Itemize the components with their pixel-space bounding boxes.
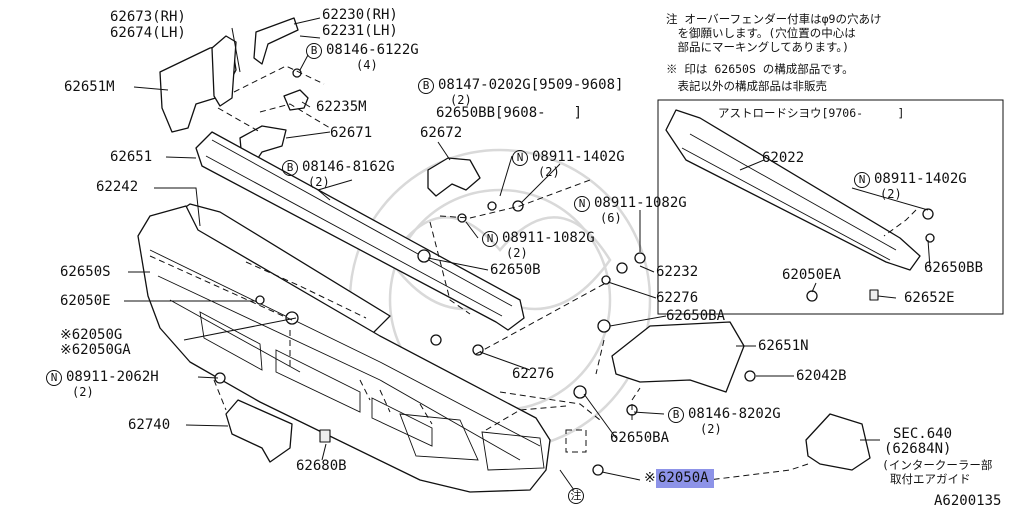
note-mark-icon: 注	[568, 488, 584, 504]
label-62276-lower[interactable]: 62276	[512, 366, 555, 382]
label-62050a-mark: ※	[644, 470, 656, 486]
label-62650ba-lower[interactable]: 62650BA	[610, 430, 670, 446]
part-62672[interactable]	[427, 157, 481, 197]
label-62650bb-lower[interactable]: 62650BB	[924, 260, 984, 276]
part-62230[interactable]	[253, 17, 299, 65]
label-62651n[interactable]: 62651N	[758, 338, 809, 354]
diagram-code: A6200135	[934, 493, 1002, 509]
label-62232[interactable]: 62232	[656, 264, 699, 280]
label-08147-0202g[interactable]: 08147-0202G[9509-9608]	[438, 77, 624, 93]
inset-box	[657, 99, 1004, 315]
part-62651n[interactable]	[611, 321, 745, 393]
fasteners	[214, 68, 935, 476]
bolt-icon: B	[282, 160, 298, 176]
nut-icon: N	[512, 150, 528, 166]
label-08146-8162g[interactable]: 08146-8162G	[302, 159, 395, 175]
label-62650s[interactable]: 62650S	[60, 264, 111, 280]
label-08146-6122g[interactable]: 08146-6122G	[326, 42, 419, 58]
note-line-4: ※ 印は 62650S の構成部品です。	[666, 62, 854, 76]
label-08146-8202g[interactable]: 08146-8202G	[688, 406, 781, 422]
label-62231[interactable]: 62231(LH)	[322, 23, 398, 39]
qty-08911-2062h: (2)	[72, 385, 94, 399]
part-62650s[interactable]	[137, 205, 551, 493]
label-62672[interactable]: 62672	[420, 125, 463, 141]
note-line-3: 部品にマーキングしてあります。)	[666, 40, 849, 54]
label-08911-1402g-b[interactable]: 08911-1402G	[874, 171, 967, 187]
label-62050ea[interactable]: 62050EA	[782, 267, 842, 283]
qty-08911-1082g-left: (2)	[506, 246, 528, 260]
qty-08146-8162g: (2)	[308, 175, 330, 189]
qty-08911-1082g-right: (6)	[600, 211, 622, 225]
qty-08146-6122g: (4)	[356, 58, 378, 72]
label-08911-1082g-right[interactable]: 08911-1082G	[594, 195, 687, 211]
part-62740[interactable]	[225, 399, 293, 463]
qty-08911-1402g-a: (2)	[538, 165, 560, 179]
label-sec-640[interactable]: SEC.640	[893, 426, 953, 442]
label-62650b[interactable]: 62650B	[490, 262, 541, 278]
label-intercooler-guide-2: 取付エアガイド	[890, 472, 971, 486]
nut-icon: N	[46, 370, 62, 386]
part-air-guide[interactable]	[805, 413, 871, 471]
nut-icon: N	[574, 196, 590, 212]
label-62042b[interactable]: 62042B	[796, 368, 847, 384]
label-08911-2062h[interactable]: 08911-2062H	[66, 369, 159, 385]
inset-title: アストロードシヨウ[9706- ]	[718, 106, 905, 120]
label-62652e[interactable]: 62652E	[904, 290, 955, 306]
label-62684n[interactable]: (62684N)	[884, 441, 952, 457]
note-line-5: 表記以外の構成部品は非販売	[666, 79, 827, 93]
label-08911-1402g-a[interactable]: 08911-1402G	[532, 149, 625, 165]
label-62022[interactable]: 62022	[762, 150, 805, 166]
part-62235m[interactable]	[283, 89, 309, 111]
part-62673[interactable]	[211, 35, 237, 107]
label-62673[interactable]: 62673(RH)	[110, 9, 186, 25]
label-62050g[interactable]: ※62050G	[60, 327, 123, 343]
bolt-icon: B	[306, 43, 322, 59]
part-62651[interactable]	[195, 131, 525, 331]
label-62230[interactable]: 62230(RH)	[322, 7, 398, 23]
label-62650ba-upper[interactable]: 62650BA	[666, 308, 726, 324]
qty-08911-1402g-b: (2)	[880, 187, 902, 201]
leader-lines	[124, 17, 931, 491]
qty-08146-8202g: (2)	[700, 422, 722, 436]
label-62674[interactable]: 62674(LH)	[110, 25, 186, 41]
bolt-icon: B	[418, 78, 434, 94]
note-line-2: を御願いします。(穴位置の中心は	[666, 26, 856, 40]
label-intercooler-guide-1: (インタークーラー部	[882, 458, 993, 472]
label-62740[interactable]: 62740	[128, 417, 171, 433]
part-62022[interactable]	[665, 109, 921, 271]
nut-icon: N	[482, 231, 498, 247]
label-62242[interactable]: 62242	[96, 179, 139, 195]
bolt-icon: B	[668, 407, 684, 423]
label-62276-upper[interactable]: 62276	[656, 290, 699, 306]
part-62680b[interactable]	[319, 429, 331, 443]
label-62671[interactable]: 62671	[330, 125, 373, 141]
label-62680b[interactable]: 62680B	[296, 458, 347, 474]
note-line-1: 注 オーバーフェンダー付車はφ9の穴あけ	[666, 12, 882, 26]
label-62235m[interactable]: 62235M	[316, 99, 367, 115]
label-62050a[interactable]: 62050A	[658, 470, 709, 486]
label-62050e[interactable]: 62050E	[60, 293, 111, 309]
label-62651[interactable]: 62651	[110, 149, 153, 165]
label-62651m[interactable]: 62651M	[64, 79, 115, 95]
label-08911-1082g-left[interactable]: 08911-1082G	[502, 230, 595, 246]
nut-icon: N	[854, 172, 870, 188]
dashed-guides	[149, 65, 917, 487]
highlight-62050a	[656, 469, 714, 488]
qty-08147-0202g: (2)	[450, 93, 472, 107]
label-62050ga[interactable]: ※62050GA	[60, 342, 131, 358]
label-62650bb-upper[interactable]: 62650BB[9608- ]	[436, 105, 583, 121]
